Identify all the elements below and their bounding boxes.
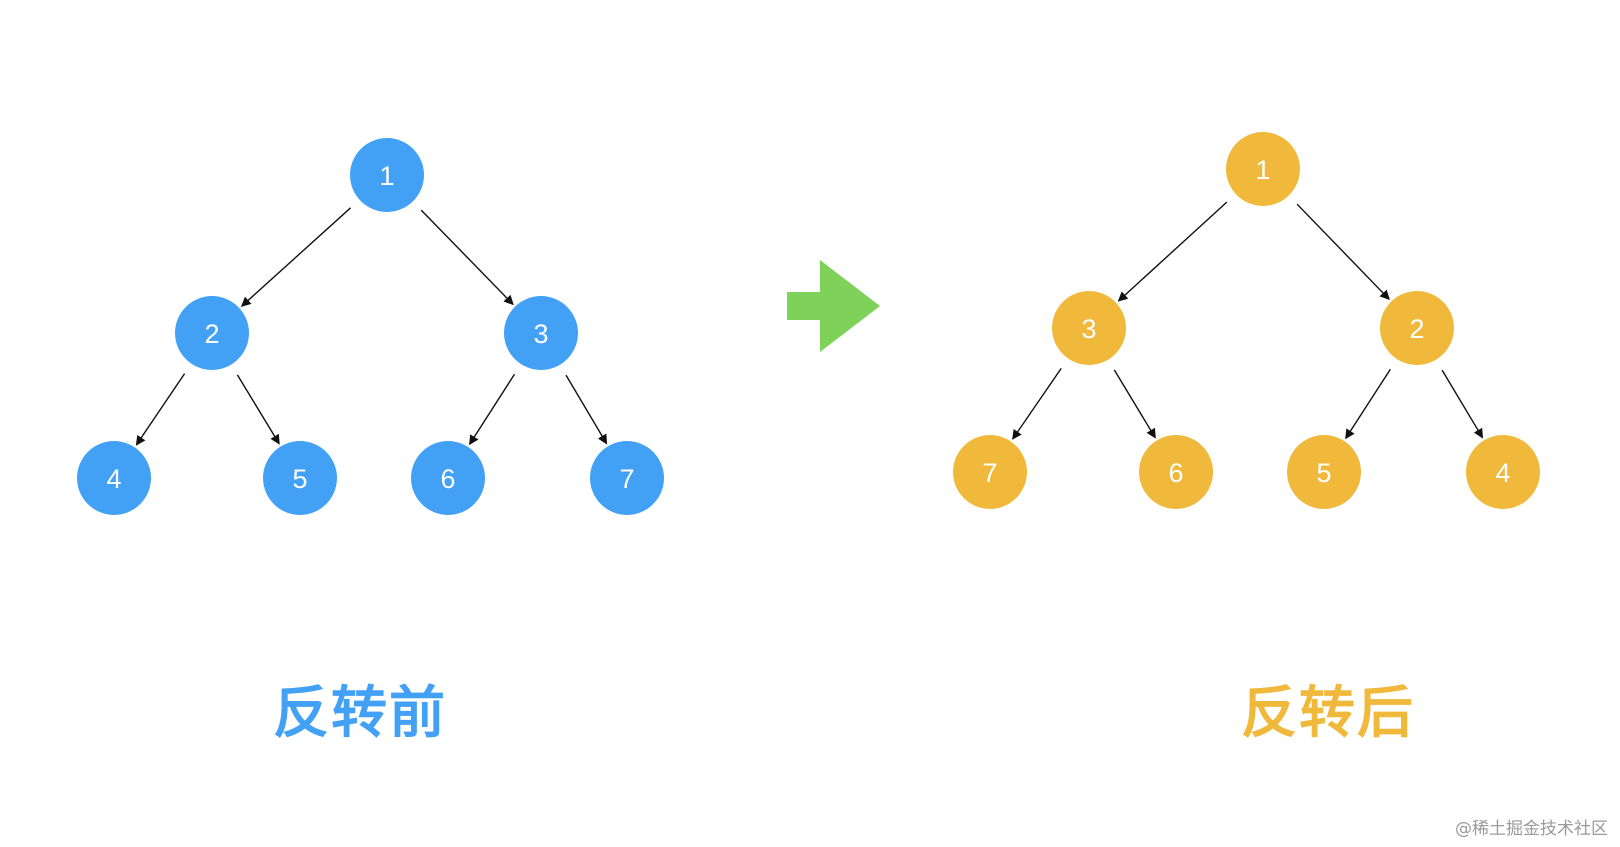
before-node-label: 7 [619,464,634,494]
after-node-3: 3 [1052,291,1126,365]
after-node-1: 1 [1226,132,1300,206]
after-node-circle [1226,132,1300,206]
before-edge-b1-b3 [420,209,514,306]
before-tree-nodes: 1 2 3 4 5 6 7 [77,138,664,515]
before-node-circle [504,296,578,370]
after-node-label: 6 [1168,458,1183,488]
after-caption: 反转后 [1241,681,1415,746]
after-node-label: 2 [1409,314,1424,344]
after-tree-nodes: 1 3 2 7 6 5 4 [953,132,1540,509]
after-node-label: 7 [982,458,997,488]
before-edge-b2-b5 [236,374,280,445]
before-node-circle [590,441,664,515]
before-caption: 反转前 [273,681,447,746]
after-tree-edges [1012,201,1484,440]
before-node-label: 5 [292,464,307,494]
after-node-5: 5 [1287,435,1361,509]
before-node-2: 2 [175,296,249,370]
after-node-label: 3 [1081,314,1096,344]
before-tree-edges [135,207,608,446]
before-node-circle [411,441,485,515]
before-node-5: 5 [263,441,337,515]
before-edge-b1-b2 [240,207,352,307]
right-arrow-icon [787,260,880,352]
before-tree: 1 2 3 4 5 6 7 [77,138,664,515]
after-node-label: 1 [1255,155,1270,185]
before-node-label: 4 [106,464,121,494]
after-node-circle [1052,291,1126,365]
before-node-label: 6 [440,464,455,494]
after-node-circle [1139,435,1213,509]
before-node-4: 4 [77,441,151,515]
after-node-6: 6 [1139,435,1213,509]
after-edge-a3-a7 [1441,369,1484,439]
before-edge-b2-b4 [135,373,186,446]
after-edge-a1-a2 [1117,201,1228,302]
after-edge-a2-a4 [1012,368,1062,440]
after-node-circle [953,435,1027,509]
after-tree: 1 3 2 7 6 5 4 [953,132,1540,509]
before-node-6: 6 [411,441,485,515]
after-node-label: 5 [1316,458,1331,488]
after-node-circle [1466,435,1540,509]
after-node-circle [1287,435,1361,509]
before-node-circle [77,441,151,515]
before-node-label: 1 [379,161,394,191]
before-node-1: 1 [350,138,424,212]
after-edge-a3-a6 [1345,368,1391,440]
after-edge-a2-a5 [1113,369,1156,439]
before-node-label: 2 [204,319,219,349]
before-node-circle [175,296,249,370]
before-node-circle [350,138,424,212]
before-node-3: 3 [504,296,578,370]
before-edge-b3-b6 [469,373,516,446]
after-edge-a1-a3 [1296,203,1390,301]
after-node-7: 7 [953,435,1027,509]
after-node-2: 2 [1380,291,1454,365]
before-node-label: 3 [533,319,548,349]
before-edge-b3-b7 [565,374,608,445]
after-node-4: 4 [1466,435,1540,509]
before-node-7: 7 [590,441,664,515]
after-node-label: 4 [1495,458,1510,488]
watermark: @稀土掘金技术社区 [1455,819,1608,839]
after-node-circle [1380,291,1454,365]
before-node-circle [263,441,337,515]
